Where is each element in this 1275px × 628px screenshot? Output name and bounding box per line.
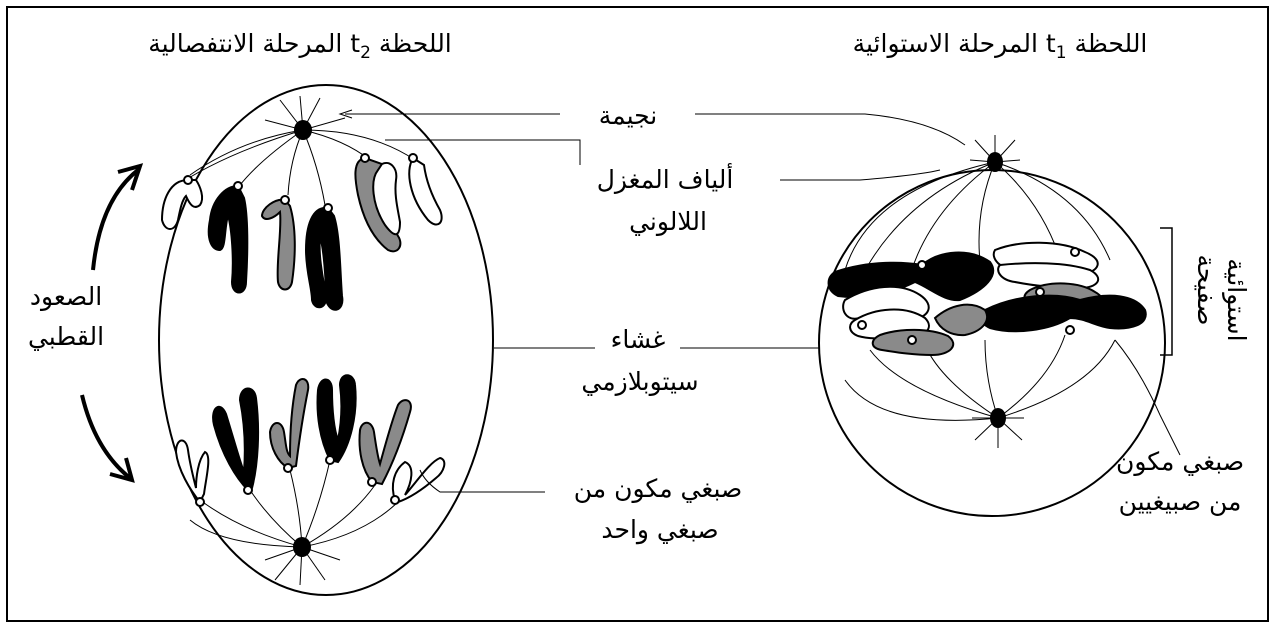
arrow-up-head: [117, 163, 144, 191]
label-single-chromatid-line1: صبغي مكون من: [574, 474, 742, 503]
label-double-chromatid-line2: من صبيغيين: [1119, 487, 1242, 516]
label-membrane-line1: غشاء: [611, 325, 666, 354]
diagram-frame: [6, 6, 1269, 622]
label-double-chromatid-line1: صبغي مكون: [1116, 447, 1244, 476]
metaphase-cell: [818, 135, 1173, 517]
chromosome-gray: [260, 198, 296, 291]
chromosome-gray: [358, 399, 412, 486]
leader-lines: [338, 109, 1181, 493]
label-spindle-line2: اللالوني: [629, 207, 707, 236]
anaphase-cell-membrane: [158, 84, 494, 596]
label-single-chromatid-line2: صبغي واحد: [601, 515, 718, 545]
label-equatorial-plate-line1: صفيحة: [1192, 255, 1221, 326]
polar-ascent-arrows: [80, 163, 144, 483]
metaphase-top-centriole: [987, 152, 1003, 172]
chromosome-white: [391, 456, 446, 504]
chromosome-gray: [268, 378, 310, 470]
arrow-down: [80, 394, 132, 480]
metaphase-chromosomes: [827, 241, 1147, 357]
label-spindle-line1: ألياف المغزل: [597, 162, 734, 194]
arrow-down-head: [109, 457, 135, 483]
label-membrane-line2: سيتوبلازمي: [581, 367, 698, 396]
chromosome-gray: [933, 303, 988, 337]
chromosome-black: [212, 387, 260, 492]
label-polar-ascent-line2: القطبي: [28, 322, 104, 351]
chromosome-white: [408, 156, 443, 226]
title-anaphase: اللحظة t2 المرحلة الانتفصالية: [148, 29, 452, 63]
title-metaphase: اللحظة t1 المرحلة الاستوائية: [853, 29, 1148, 63]
equatorial-plate-bracket: [1160, 227, 1173, 356]
chromosome-white: [372, 162, 402, 236]
chromosome-black: [304, 206, 344, 311]
arrow-up: [91, 168, 140, 271]
chromosome-white: [160, 179, 204, 230]
anaphase-top-centriole: [294, 120, 312, 140]
label-equatorial-plate-line2: استوائية: [1222, 258, 1251, 341]
label-polar-ascent-line1: الصعود: [30, 282, 102, 311]
metaphase-bottom-centriole: [990, 408, 1006, 428]
anaphase-top-chromosomes: [160, 153, 443, 311]
label-centriole: نجيمة: [599, 101, 658, 130]
anaphase-cell: [158, 84, 494, 596]
anaphase-bottom-centriole: [293, 537, 311, 557]
anaphase-bottom-chromosomes: [174, 374, 446, 507]
anaphase-bottom-spindle-fibers: [189, 459, 401, 548]
chromosome-black: [979, 294, 1147, 333]
chromosome-black: [316, 374, 357, 464]
chromosome-white: [174, 439, 210, 504]
chromosome-black: [207, 184, 249, 294]
